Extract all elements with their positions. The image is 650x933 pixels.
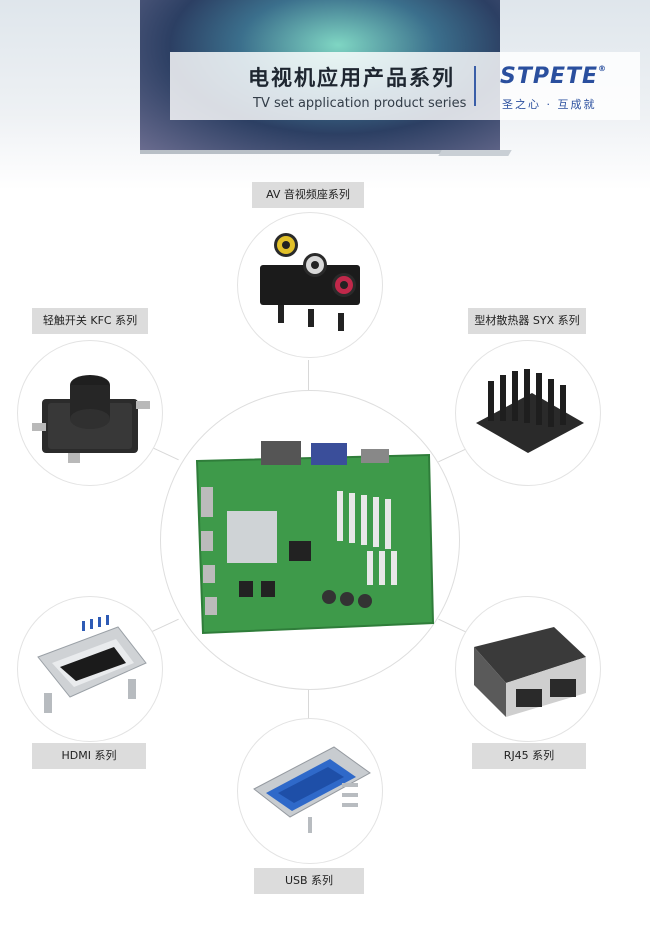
brand-logo: STPETE® xyxy=(500,64,607,89)
heatsink-image xyxy=(476,369,584,453)
kfc-series-label: 轻触开关 KFC 系列 xyxy=(32,308,148,334)
usb-series-circle xyxy=(237,718,383,864)
tv-mainboard-image xyxy=(195,441,435,635)
brand-name: STPETE xyxy=(500,64,599,89)
kfc-series-circle xyxy=(17,340,163,486)
hdmi-series-label: HDMI 系列 xyxy=(32,743,146,769)
tv-banner: 电视机应用产品系列 TV set application product ser… xyxy=(0,0,650,190)
page-subtitle: TV set application product series xyxy=(253,96,467,111)
syx-series-label: 型材散热器 SYX 系列 xyxy=(468,308,586,334)
brand-slogan: 圣之心 · 互成就 xyxy=(502,98,597,111)
connector-line-usb xyxy=(308,690,309,720)
registered-mark: ® xyxy=(598,64,608,73)
connector-line-av xyxy=(308,360,309,390)
title-divider xyxy=(474,66,476,106)
syx-series-circle xyxy=(455,340,601,486)
usb-connector-image xyxy=(253,746,371,833)
av-jack-image xyxy=(260,233,360,331)
av-series-circle xyxy=(237,212,383,358)
hdmi-connector-image xyxy=(37,615,147,713)
tact-switch-image xyxy=(32,375,150,463)
hdmi-series-circle xyxy=(17,596,163,742)
rj45-connector-image xyxy=(474,627,586,717)
rj45-series-circle xyxy=(455,596,601,742)
av-series-label: AV 音视频座系列 xyxy=(252,182,364,208)
page-title: 电视机应用产品系列 xyxy=(248,66,455,90)
mainboard-circle xyxy=(160,390,460,690)
rj45-series-label: RJ45 系列 xyxy=(472,743,586,769)
title-panel xyxy=(170,52,640,120)
usb-series-label: USB 系列 xyxy=(254,868,364,894)
tv-stand xyxy=(438,150,512,156)
